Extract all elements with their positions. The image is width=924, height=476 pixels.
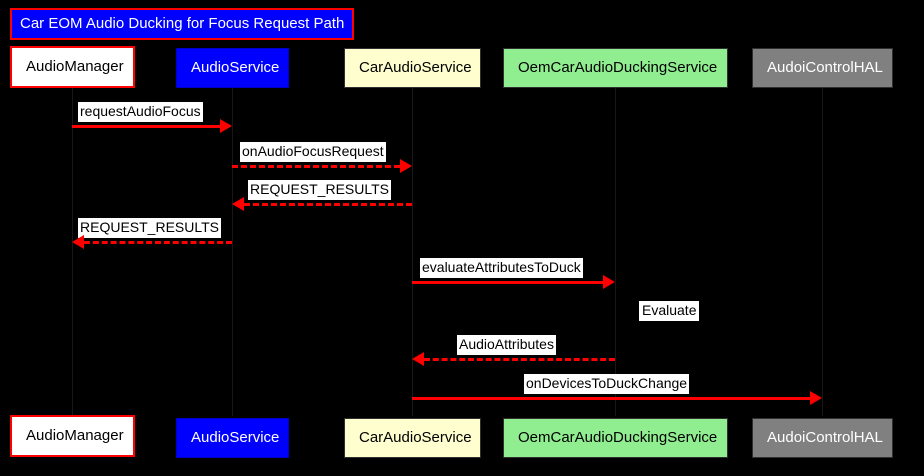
- participant-label: AudoiControlHAL: [767, 429, 883, 446]
- message-label-on-devices-to-duck-change: onDevicesToDuckChange: [524, 374, 690, 394]
- participant-label: AudioService: [191, 59, 280, 76]
- participant-label: AudioService: [191, 429, 280, 446]
- participant-label: CarAudioService: [359, 429, 472, 446]
- participant-label: OemCarAudioDuckingService: [518, 429, 718, 446]
- lifeline-caraudioservice: [412, 88, 413, 416]
- participant-bottom-audioservice[interactable]: AudioService: [176, 418, 289, 458]
- participant-label: OemCarAudioDuckingService: [518, 59, 718, 76]
- participant-label: AudoiControlHAL: [767, 59, 883, 76]
- participant-top-audiomanager[interactable]: AudioManager: [10, 46, 135, 88]
- participant-top-oemducking[interactable]: OemCarAudioDuckingService: [503, 48, 728, 88]
- participant-label: CarAudioService: [359, 59, 472, 76]
- participant-top-caraudioservice[interactable]: CarAudioService: [344, 48, 481, 88]
- diagram-title: Car EOM Audio Ducking for Focus Request …: [10, 8, 355, 40]
- message-label-evaluate-attributes-to-duck: evaluateAttributesToDuck: [420, 258, 583, 278]
- message-label-audio-attributes: AudioAttributes: [457, 335, 556, 355]
- participant-bottom-audiocontrolhal[interactable]: AudoiControlHAL: [752, 418, 893, 458]
- participant-label: AudioManager: [26, 427, 124, 444]
- message-label-request-results-1: REQUEST_RESULTS: [248, 180, 391, 200]
- message-label-on-audio-focus-request: onAudioFocusRequest: [240, 142, 386, 162]
- participant-bottom-oemducking[interactable]: OemCarAudioDuckingService: [503, 418, 728, 458]
- participant-bottom-caraudioservice[interactable]: CarAudioService: [344, 418, 481, 458]
- note-evaluate: Evaluate: [639, 301, 700, 321]
- participant-top-audiocontrolhal[interactable]: AudoiControlHAL: [752, 48, 893, 88]
- participant-top-audioservice[interactable]: AudioService: [176, 48, 289, 88]
- participant-label: AudioManager: [26, 58, 124, 75]
- message-label-request-results-2: REQUEST_RESULTS: [78, 218, 221, 238]
- message-label-request-audio-focus: requestAudioFocus: [78, 102, 203, 122]
- participant-bottom-audiomanager[interactable]: AudioManager: [10, 415, 135, 457]
- lifeline-oemducking: [615, 88, 616, 416]
- lifeline-audiocontrolhal: [822, 88, 823, 416]
- lifeline-audiomanager: [72, 88, 73, 416]
- lifeline-audioservice: [232, 88, 233, 416]
